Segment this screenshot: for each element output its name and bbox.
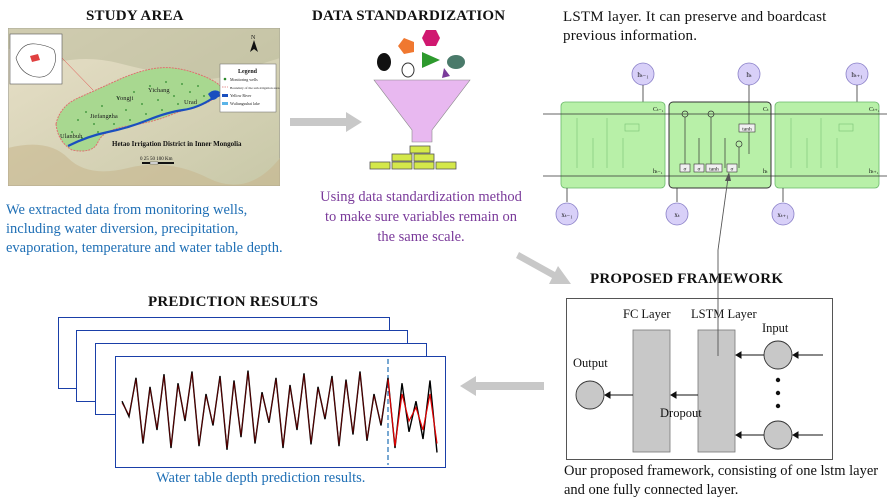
north-arrow-icon: N xyxy=(250,35,258,52)
svg-text:xₜ: xₜ xyxy=(674,211,680,219)
flow-arrow-icon xyxy=(290,112,362,132)
svg-text:xₜ₊₁: xₜ₊₁ xyxy=(777,211,788,219)
framework-box: FC Layer LSTM Layer Input Output Dropout xyxy=(566,298,833,460)
legend-item: Monitoring wells xyxy=(230,77,258,82)
lstm-layer-label: LSTM Layer xyxy=(691,307,757,321)
svg-text:xₜ₋₁: xₜ₋₁ xyxy=(561,211,572,219)
lstm-cell xyxy=(774,101,880,189)
connector-arrow xyxy=(717,172,731,356)
input-node xyxy=(763,420,793,450)
svg-text:σ: σ xyxy=(731,167,734,173)
input-node xyxy=(763,340,793,370)
district-shape xyxy=(55,67,224,152)
proposed-framework-heading: PROPOSED FRAMEWORK xyxy=(590,271,784,287)
region-label: Urad xyxy=(184,99,198,106)
output-label: Output xyxy=(573,356,608,370)
prediction-results-heading: PREDICTION RESULTS xyxy=(148,294,319,310)
svg-text:hₜ₋₁: hₜ₋₁ xyxy=(637,71,648,79)
region-label: Yongji xyxy=(116,95,134,102)
data-standardization-description: Using data standardization method to mak… xyxy=(320,189,522,245)
framework-description: Our proposed framework, consisting of on… xyxy=(564,463,879,498)
lstm-diagram: hₜ₋₁ hₜ hₜ₊₁ Cₜ₋₁ Cₜ Cₜ₊₁ hₜ₋₁ hₜ hₜ₊₁ σ… xyxy=(543,62,887,226)
legend-item: Boundary of the sub-irrigation area xyxy=(230,86,280,90)
legend-item: Yellow River xyxy=(230,93,252,98)
black-ellipse-shape xyxy=(377,53,391,71)
svg-text:hₜ₊₁: hₜ₊₁ xyxy=(869,169,879,175)
svg-text:hₜ₊₁: hₜ₊₁ xyxy=(851,71,862,79)
purple-diamond-shape xyxy=(442,68,450,78)
study-area-map: Ulanbuh Jiefangzha Yongji Yichang Urad L… xyxy=(7,27,281,187)
svg-text:hₜ: hₜ xyxy=(763,169,768,175)
lstm-layer-block xyxy=(697,329,736,453)
white-ellipse-shape xyxy=(401,62,415,78)
funnel-illustration xyxy=(369,30,471,170)
input-label: Input xyxy=(762,321,789,335)
pentagon-shape xyxy=(398,38,414,54)
svg-text:hₜ₋₁: hₜ₋₁ xyxy=(653,169,663,175)
svg-text:σ: σ xyxy=(698,167,701,173)
map-title: Hetao Irrigation District in Inner Mongo… xyxy=(112,140,242,148)
lstm-cell xyxy=(560,101,666,189)
legend-item: Wuliangsuhai lake xyxy=(230,101,260,106)
output-node xyxy=(575,380,605,410)
svg-text:Cₜ: Cₜ xyxy=(763,107,769,113)
svg-text:tanh: tanh xyxy=(742,127,752,133)
prediction-chart xyxy=(121,359,438,465)
fc-layer-block xyxy=(632,329,671,453)
predicted-train-series-line xyxy=(121,372,389,449)
map-legend: Legend Monitoring wells Boundary of the … xyxy=(219,63,280,113)
flow-arrow-icon xyxy=(516,252,571,284)
region-label: Jiefangzha xyxy=(90,113,118,120)
legend-title: Legend xyxy=(238,69,258,75)
svg-text:Cₜ₋₁: Cₜ₋₁ xyxy=(653,107,664,113)
svg-text:Cₜ₊₁: Cₜ₊₁ xyxy=(869,107,880,113)
lstm-node xyxy=(555,202,579,226)
svg-text:N: N xyxy=(251,35,256,41)
lstm-node xyxy=(665,202,689,226)
svg-text:0 25 50 100 Km: 0 25 50 100 Km xyxy=(140,157,173,162)
scale-bar: 0 25 50 100 Km xyxy=(140,157,174,165)
svg-text:σ: σ xyxy=(684,167,687,173)
teal-ellipse-shape xyxy=(447,55,465,69)
data-standardization-heading: DATA STANDARDIZATION xyxy=(312,8,506,24)
predicted-series-line xyxy=(387,379,438,447)
dropout-label: Dropout xyxy=(660,406,702,420)
study-area-heading: STUDY AREA xyxy=(86,8,184,24)
region-label: Yichang xyxy=(148,87,170,94)
prediction-chart-panel xyxy=(115,356,446,468)
lstm-heading: LSTM layer. It can preserve and boardcas… xyxy=(563,9,827,44)
fc-layer-label: FC Layer xyxy=(623,307,671,321)
svg-text:tanh: tanh xyxy=(709,167,719,173)
lstm-node xyxy=(771,202,795,226)
flow-arrow-icon xyxy=(460,376,544,396)
triangle-shape xyxy=(422,52,440,68)
hexagon-shape xyxy=(422,30,440,46)
study-area-description: We extracted data from monitoring wells,… xyxy=(6,202,283,256)
prediction-description: Water table depth prediction results. xyxy=(156,470,366,486)
inset-map xyxy=(9,33,63,85)
svg-text:hₜ: hₜ xyxy=(746,71,752,79)
region-label: Ulanbuh xyxy=(60,133,83,140)
